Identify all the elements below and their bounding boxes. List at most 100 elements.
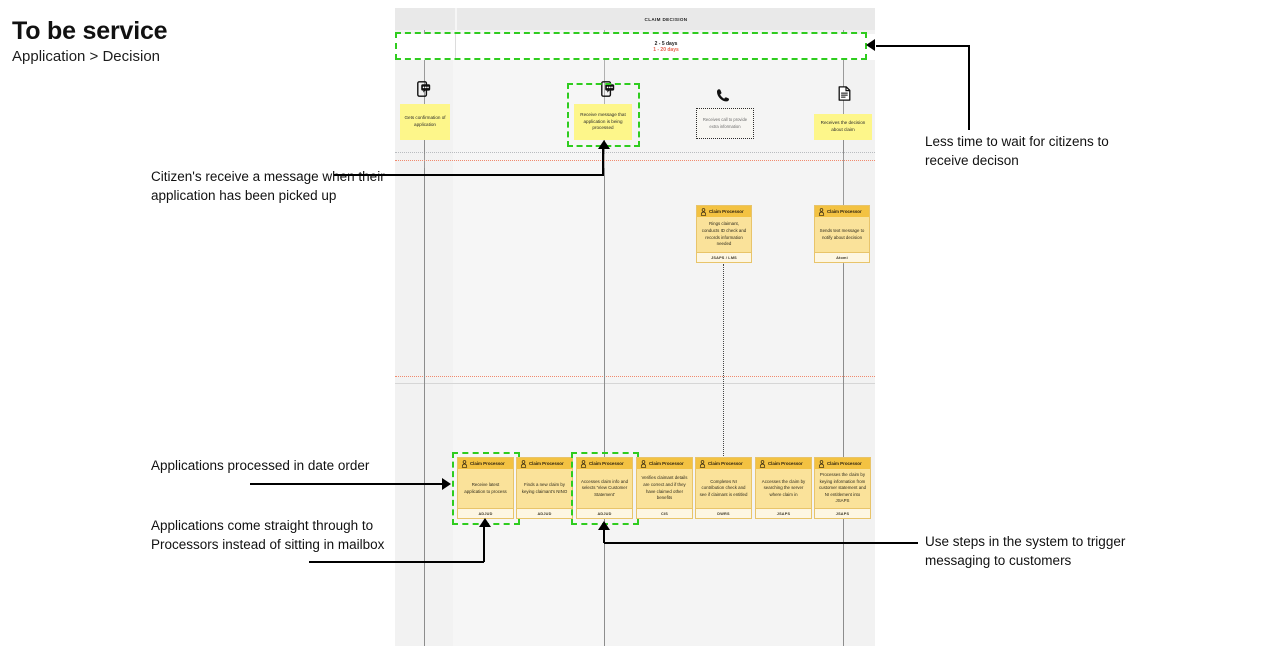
process-card-find-claim[interactable]: Claim Processor Finds a new claim by key… (516, 457, 573, 519)
card-body-text: Receive latest application to process (464, 481, 507, 494)
stage-label-claim-decision: CLAIM DECISION (644, 16, 688, 22)
touchpoint-note-extra-info-call: Receives call to provide extra informati… (696, 108, 754, 139)
card-header: Claim Processor (815, 458, 870, 469)
service-blueprint-board: CLAIM DECISION 2 - 5 days 1 - 20 days (395, 8, 875, 646)
card-role-label: Claim Processor (709, 209, 744, 214)
leader-less-time-vertical (968, 46, 970, 130)
card-system-label: JSAPS (756, 508, 811, 518)
card-body-text: Accesses the claim by searching the serv… (761, 478, 806, 497)
duration-new-value: 2 - 5 days (654, 40, 678, 47)
connector-touchpoint-4 (843, 140, 844, 154)
lane-line-left (424, 168, 425, 646)
card-role-label: Claim Processor (768, 461, 803, 466)
process-card-receive-application[interactable]: Claim Processor Receive latest applicati… (457, 457, 514, 519)
lane-line-middle (604, 168, 605, 646)
card-body-text: Completes NI contribution check and see … (699, 478, 748, 497)
board-header-strip: CLAIM DECISION (395, 8, 875, 30)
backstage-card-ring-claimant[interactable]: Claim Processor Rings claimant, conducts… (696, 205, 752, 263)
card-role-label: Claim Processor (827, 461, 862, 466)
card-role-label: Claim Processor (470, 461, 505, 466)
divider-frontstage-grey (395, 152, 875, 153)
phone-icon (712, 84, 734, 106)
card-role-label: Claim Processor (589, 461, 624, 466)
arrowhead-citizens-message (598, 140, 610, 149)
person-icon (700, 207, 707, 216)
document-icon (833, 82, 855, 104)
arrowhead-less-time (866, 39, 875, 51)
duration-left-cell (395, 34, 456, 60)
person-icon (520, 459, 527, 468)
touchpoint-note-confirmation: Gets confirmation of application (400, 104, 450, 140)
leader-trigger-vertical (603, 530, 605, 543)
leader-trigger-horizontal (604, 542, 918, 544)
person-icon (640, 459, 647, 468)
board-header-main-cell: CLAIM DECISION (457, 8, 875, 30)
card-header: Claim Processor (815, 206, 869, 217)
card-system-label: CIS (637, 508, 692, 518)
card-role-label: Claim Processor (708, 461, 743, 466)
leader-straight-through-horizontal (309, 561, 484, 563)
person-icon (699, 459, 706, 468)
leader-straight-through-vertical (483, 527, 485, 562)
divider-line-of-interaction (395, 160, 875, 161)
card-system-label: Atomi (815, 252, 869, 262)
card-role-label: Claim Processor (827, 209, 862, 214)
title-block: To be service Application > Decision (12, 18, 382, 66)
annotation-trigger-messaging: Use steps in the system to trigger messa… (925, 534, 1126, 569)
card-system-label: JSAPS (815, 508, 870, 518)
process-card-access-server[interactable]: Claim Processor Accesses the claim by se… (755, 457, 812, 519)
process-card-ni-contribution[interactable]: Claim Processor Completes NI contributio… (695, 457, 752, 519)
card-system-label: JSAPS / LMS (697, 252, 751, 262)
card-system-label: ADJUD (458, 508, 513, 518)
mobile-message-icon (413, 78, 435, 100)
card-body-text: Rings claimant, conducts ID check and re… (701, 221, 747, 247)
process-card-process-claim[interactable]: Claim Processor Processes the claim by k… (814, 457, 871, 519)
breadcrumb: Application > Decision (12, 48, 161, 66)
duration-old-value: 1 - 20 days (653, 47, 679, 53)
connector-backstage-2 (843, 264, 844, 464)
card-header: Claim Processor (517, 458, 572, 469)
connector-dotted-backstage-1 (723, 264, 724, 464)
annotation-straight-through: Applications come straight through to Pr… (151, 518, 385, 553)
person-icon (580, 459, 587, 468)
annotation-citizens-message: Citizen's receive a message when their a… (151, 169, 385, 204)
annotation-date-order: Applications processed in date order (151, 458, 370, 473)
leader-date-order (250, 483, 442, 485)
card-system-label: ADJUD (577, 508, 632, 518)
card-header: Claim Processor (577, 458, 632, 469)
connector-touchpoint-1 (424, 140, 425, 154)
card-system-label: ADJUD (517, 508, 572, 518)
process-card-access-claim-info[interactable]: Claim Processor Accesses claim info and … (576, 457, 633, 519)
mobile-message-icon (597, 78, 619, 100)
leader-citizens-vertical (602, 149, 604, 175)
card-header: Claim Processor (696, 458, 751, 469)
lane-line-right-lower (843, 519, 844, 646)
card-system-label: DWRS (696, 508, 751, 518)
card-body-text: Accesses claim info and selects 'View Cu… (580, 478, 629, 497)
card-role-label: Claim Processor (529, 461, 564, 466)
page-title: To be service (12, 17, 168, 45)
arrowhead-straight-through (479, 518, 491, 527)
card-header: Claim Processor (697, 206, 751, 217)
duration-strip: 2 - 5 days 1 - 20 days (395, 34, 875, 60)
backstage-card-send-text[interactable]: Claim Processor Sends text message to no… (814, 205, 870, 263)
card-role-label: Claim Processor (649, 461, 684, 466)
person-icon (461, 459, 468, 468)
person-icon (818, 207, 825, 216)
leader-less-time-horizontal (876, 45, 970, 47)
divider-backstage-grey (395, 383, 875, 384)
process-card-verify-details[interactable]: Claim Processor Verifies claimant detail… (636, 457, 693, 519)
divider-line-of-visibility (395, 376, 875, 377)
card-body-text: Sends text message to notify about decis… (819, 227, 865, 240)
card-header: Claim Processor (458, 458, 513, 469)
lane-line-middle-lower (604, 519, 605, 646)
arrowhead-date-order (442, 478, 451, 490)
board-header-left-cell (395, 8, 455, 30)
card-header: Claim Processor (637, 458, 692, 469)
touchpoint-note-decision: Receives the decision about claim (814, 114, 872, 140)
touchpoint-note-processing-message: Receive message that application is bein… (574, 104, 632, 140)
annotation-less-time: Less time to wait for citizens to receiv… (925, 134, 1109, 169)
arrowhead-trigger-messaging (598, 521, 610, 530)
card-body-text: Verifies claimant details are correct an… (641, 475, 688, 501)
card-body-text: Finds a new claim by keying claimant's N… (521, 481, 568, 494)
